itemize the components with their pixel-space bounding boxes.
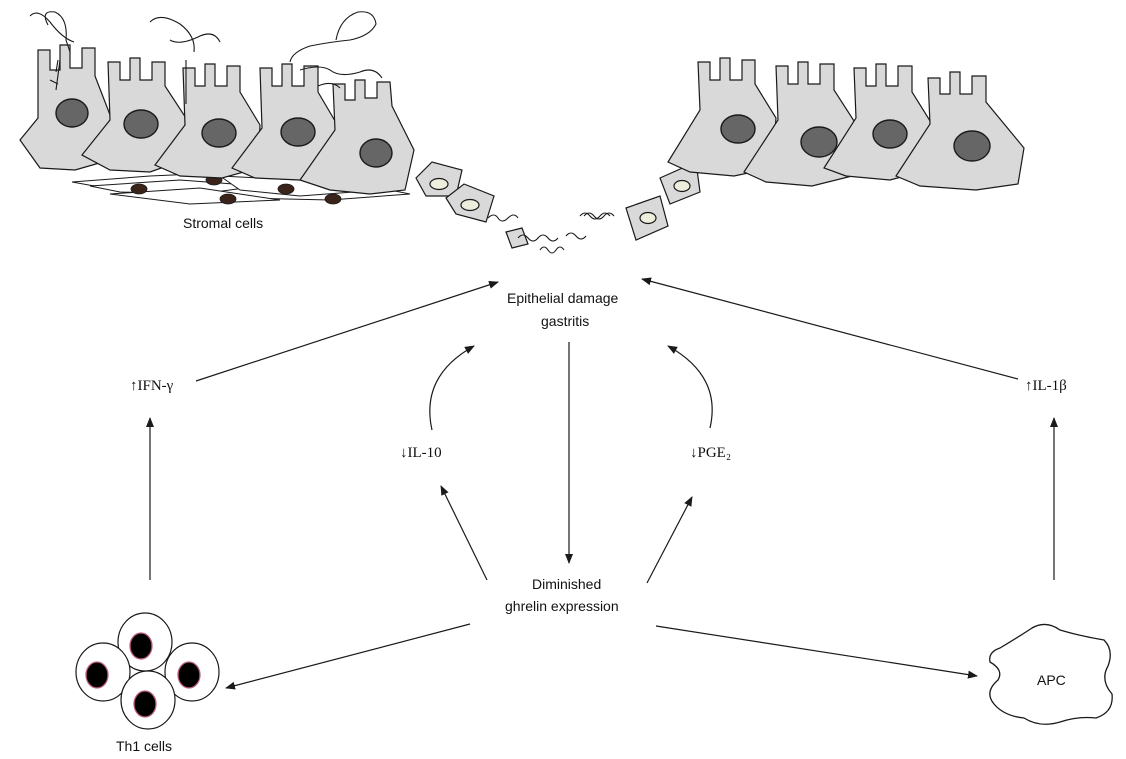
gastritis-label: gastritis <box>541 313 589 329</box>
shed-cell <box>625 195 669 241</box>
epithelial-cell <box>895 71 1025 191</box>
th1-cells-cluster <box>75 612 220 730</box>
arrow-il1b-to-damage <box>641 277 1019 380</box>
ifn-gamma-label: ↑IFN-γ <box>130 378 174 394</box>
arrow-diminished-to-apc <box>655 625 978 679</box>
damage-squiggles <box>583 212 615 220</box>
arrow-il10-to-damage <box>429 345 475 431</box>
epithelial-cell <box>19 44 113 171</box>
left-epithelium <box>19 11 611 254</box>
arrow-diminished-to-th1 <box>225 623 471 690</box>
apc-cell: APC <box>989 623 1113 725</box>
epithelial-cell <box>231 63 339 181</box>
th1-cell <box>164 642 220 702</box>
arrow-diminished-to-pge2 <box>646 496 693 584</box>
th1-cells-label: Th1 cells <box>116 738 172 754</box>
arrow-ifn-to-damage <box>195 281 499 382</box>
epithelial-cell <box>299 79 415 195</box>
arrow-pge2-to-damage <box>667 345 713 429</box>
ghrelin-expression-label: ghrelin expression <box>505 598 619 614</box>
shed-cell <box>445 183 495 223</box>
diminished-label: Diminished <box>532 576 601 592</box>
right-epithelium <box>583 57 1025 241</box>
th1-cell <box>120 670 176 730</box>
arrow-diminished-to-il10 <box>440 485 488 581</box>
shed-cell <box>415 161 463 197</box>
shed-fragment <box>505 227 529 249</box>
th1-cell <box>75 642 131 702</box>
il-1beta-label: ↑IL-1β <box>1025 378 1067 394</box>
epithelial-cell <box>743 61 857 187</box>
apc-label: APC <box>1037 672 1066 688</box>
il-10-label: ↓IL-10 <box>400 445 442 461</box>
bacteria-squiggles <box>29 11 383 104</box>
pge2-label: ↓PGE₂ <box>690 445 731 461</box>
th1-cell <box>117 612 173 672</box>
epithelial-damage-label: Epithelial damage <box>507 290 619 306</box>
arrows <box>146 277 1058 690</box>
damage-squiggles <box>487 212 611 254</box>
stromal-cells-label: Stromal cells <box>183 215 263 231</box>
